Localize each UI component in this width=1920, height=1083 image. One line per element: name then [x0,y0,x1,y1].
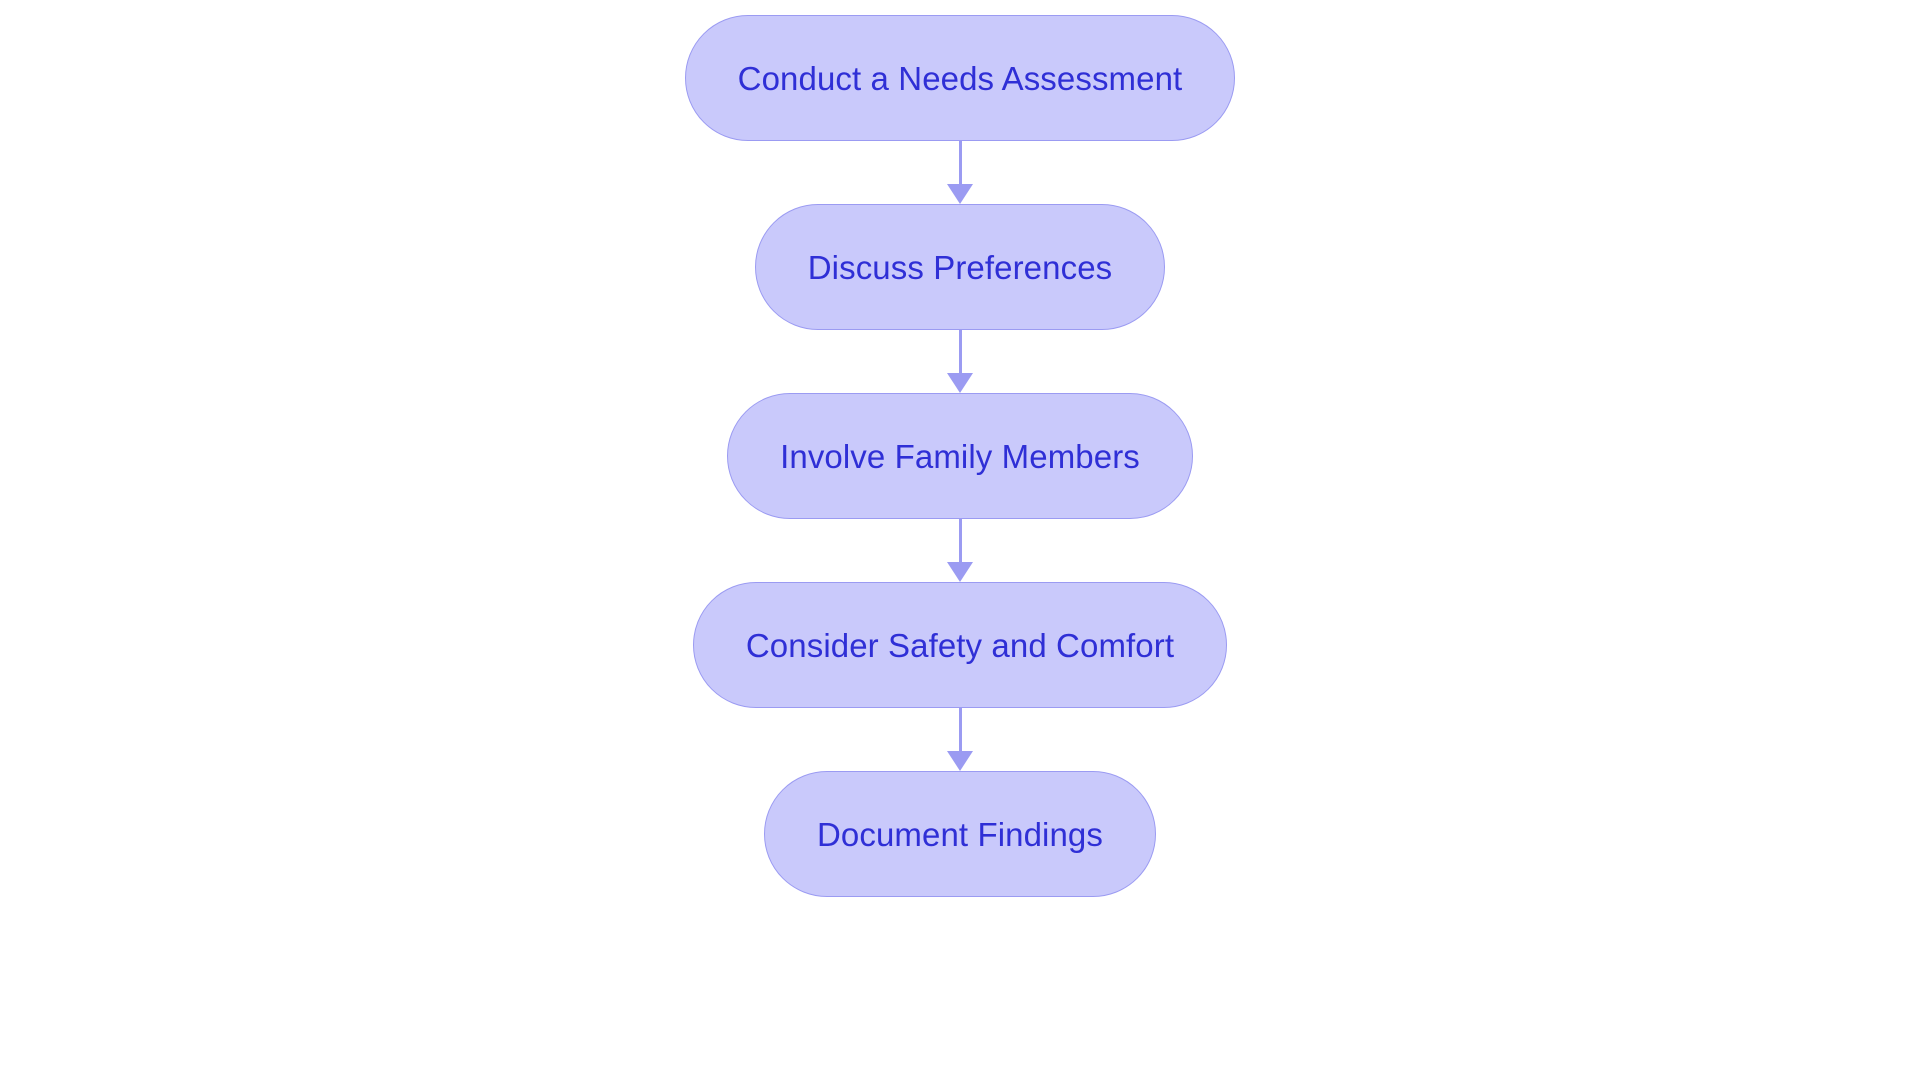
connector-line [958,141,962,185]
arrowhead-down-icon [947,184,973,204]
flow-node-conduct-a-needs-assessment[interactable]: Conduct a Needs Assessment [684,15,1236,141]
connector-line [958,330,962,374]
connector-line [958,708,962,752]
flow-connector-arrow-4 [940,708,980,771]
flow-node-label: Document Findings [816,815,1103,853]
flow-node-label: Involve Family Members [780,437,1140,475]
arrowhead-down-icon [947,562,973,582]
flow-node-label: Discuss Preferences [807,248,1113,286]
flow-node-discuss-preferences[interactable]: Discuss Preferences [754,204,1166,330]
flow-node-label: Consider Safety and Comfort [745,626,1175,664]
connector-line [958,519,962,563]
arrowhead-down-icon [947,373,973,393]
flow-connector-arrow-1 [940,141,980,204]
flow-connector-arrow-3 [940,519,980,582]
flow-node-document-findings[interactable]: Document Findings [763,771,1156,897]
flow-connector-arrow-2 [940,330,980,393]
arrowhead-down-icon [947,751,973,771]
flow-node-label: Conduct a Needs Assessment [737,59,1183,97]
flow-node-involve-family-members[interactable]: Involve Family Members [727,393,1193,519]
flow-node-consider-safety-and-comfort[interactable]: Consider Safety and Comfort [692,582,1228,708]
